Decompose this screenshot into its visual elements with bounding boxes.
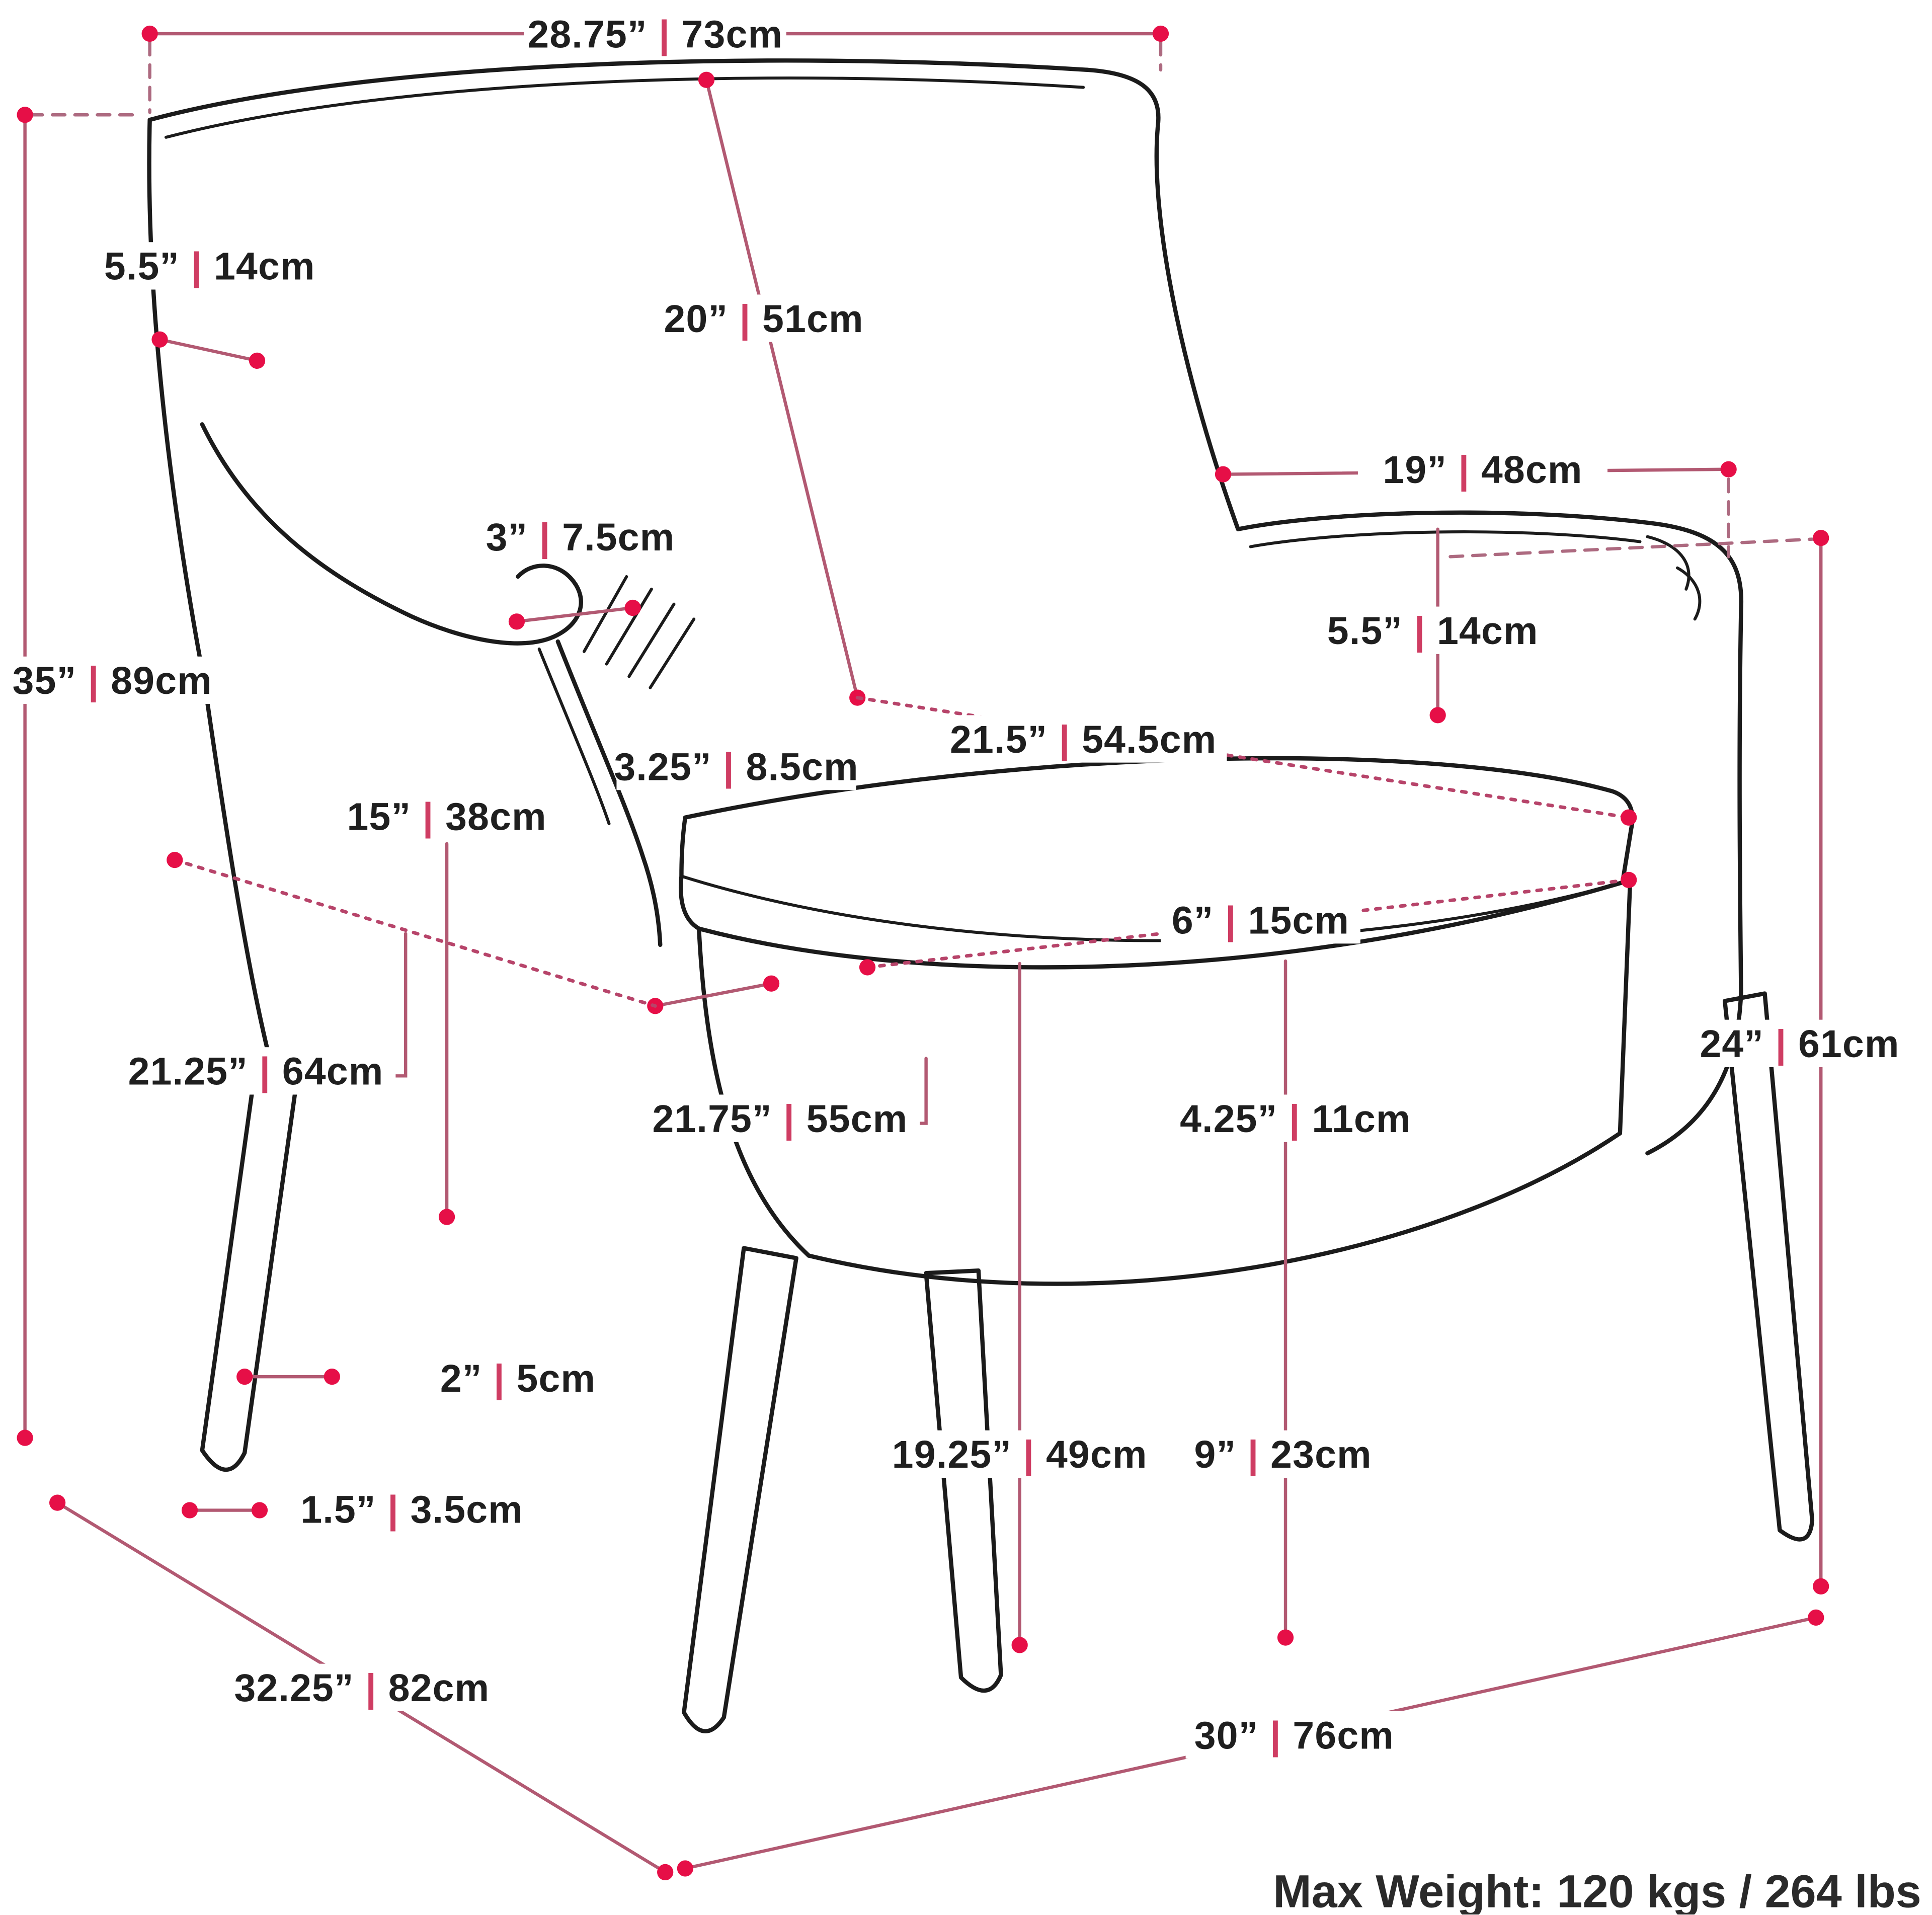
- chair-leg-front-right: [924, 1268, 1003, 1693]
- chair-left-arm-hatch: [582, 575, 696, 689]
- dimension-4-25in-11cm-and-9in-23cm-line: [1277, 959, 1294, 1646]
- svg-text:24” | 61cm: 24” | 61cm: [1700, 1022, 1899, 1066]
- label-6in-15cm: 6” | 15cm: [1160, 896, 1360, 944]
- dimension-labels: 28.75” | 73cm 5.5” | 14cm 20” | 51cm 19”…: [0, 12, 1927, 1759]
- svg-text:5.5” | 14cm: 5.5” | 14cm: [1327, 609, 1539, 653]
- label-1-5in-3-5cm: 1.5” | 3.5cm: [297, 1485, 527, 1533]
- label-20in-51cm: 20” | 51cm: [654, 294, 874, 342]
- chair-left-arm-front: [555, 639, 663, 947]
- label-30in-76cm: 30” | 76cm: [1185, 1711, 1403, 1759]
- construction-dash-right: [1448, 477, 1814, 558]
- chair-right-arm-curl: [1646, 535, 1702, 621]
- label-19-25in-49cm: 19.25” | 49cm: [879, 1430, 1160, 1478]
- svg-text:6” | 15cm: 6” | 15cm: [1172, 899, 1349, 943]
- svg-text:1.5” | 3.5cm: 1.5” | 3.5cm: [300, 1488, 523, 1532]
- dimension-3-25in-8-5cm: [647, 975, 780, 1014]
- dimension-35in-89cm: [17, 107, 33, 1446]
- chair-base-right: [1618, 884, 1632, 1136]
- dimension-lines: [17, 25, 1829, 1881]
- label-9in-23cm: 9” | 23cm: [1180, 1430, 1386, 1478]
- svg-text:35” | 89cm: 35” | 89cm: [13, 659, 212, 703]
- dimension-15in-38cm: [438, 842, 455, 1225]
- chair-right-arm-inner-seam: [1249, 530, 1642, 548]
- label-21-75in-55cm: 21.75” | 55cm: [640, 1094, 920, 1142]
- chair-back-outline: [147, 58, 1240, 531]
- chair-right-arm-outline: [1236, 510, 1744, 995]
- label-3in-7-5cm: 3” | 7.5cm: [473, 513, 688, 561]
- chair-left-edge: [147, 117, 272, 1061]
- dimension-3in-7-5cm: [508, 599, 641, 630]
- label-19in-48cm: 19” | 48cm: [1357, 445, 1608, 493]
- dimension-20in-51cm: [698, 71, 866, 706]
- svg-text:20” | 51cm: 20” | 51cm: [664, 297, 864, 341]
- svg-text:9” | 23cm: 9” | 23cm: [1194, 1433, 1372, 1477]
- svg-text:30” | 76cm: 30” | 76cm: [1194, 1714, 1394, 1758]
- label-32-25in-82cm: 32.25” | 82cm: [222, 1663, 502, 1711]
- chair-leg-rear-left: [200, 1054, 302, 1472]
- chair-line-art: [147, 58, 1815, 1733]
- dimension-1-5in-3-5cm: [181, 1502, 268, 1519]
- svg-text:28.75” | 73cm: 28.75” | 73cm: [527, 13, 783, 56]
- max-weight-note: Max Weight: 120 kgs / 264 lbs: [1273, 1866, 1921, 1914]
- svg-text:21.75” | 55cm: 21.75” | 55cm: [652, 1097, 908, 1141]
- svg-text:21.5” | 54.5cm: 21.5” | 54.5cm: [950, 718, 1217, 762]
- chair-left-arm-front-seam: [537, 647, 611, 826]
- dimension-21-25in-64cm: [167, 852, 657, 1078]
- label-2in-5cm: 2” | 5cm: [428, 1354, 608, 1402]
- chair-leg-front-left: [682, 1246, 798, 1733]
- svg-text:5.5” | 14cm: 5.5” | 14cm: [104, 245, 315, 289]
- svg-text:19.25” | 49cm: 19.25” | 49cm: [892, 1433, 1148, 1477]
- label-21-25in-64cm: 21.25” | 64cm: [116, 1047, 396, 1095]
- svg-text:15” | 38cm: 15” | 38cm: [347, 795, 546, 839]
- svg-text:4.25” | 11cm: 4.25” | 11cm: [1180, 1097, 1411, 1141]
- construction-dash-top-left: [28, 41, 1163, 117]
- chair-base-front: [807, 1131, 1623, 1286]
- svg-text:3.25” | 8.5cm: 3.25” | 8.5cm: [614, 745, 858, 789]
- label-35in-89cm: 35” | 89cm: [0, 656, 243, 704]
- svg-text:19” | 48cm: 19” | 48cm: [1383, 448, 1582, 492]
- label-21-5in-54-5cm: 21.5” | 54.5cm: [939, 715, 1227, 763]
- label-24in-61cm: 24” | 61cm: [1672, 1019, 1927, 1067]
- chair-left-arm-scroll: [200, 422, 583, 646]
- label-28-75in-73cm: 28.75” | 73cm: [524, 12, 786, 56]
- svg-text:21.25” | 64cm: 21.25” | 64cm: [128, 1050, 384, 1094]
- chair-seat-piping: [680, 874, 1624, 942]
- label-4-25in-11cm: 4.25” | 11cm: [1170, 1094, 1420, 1142]
- chair-base-left: [696, 926, 811, 1258]
- label-5-5in-14cm-back: 5.5” | 14cm: [82, 242, 337, 290]
- dimension-19-25in-49cm: [1011, 962, 1028, 1653]
- dimension-2in-5cm: [236, 1368, 340, 1385]
- label-5-5in-14cm-arm: 5.5” | 14cm: [1305, 606, 1560, 654]
- chair-back-inner-seam: [164, 76, 1085, 139]
- svg-text:32.25” | 82cm: 32.25” | 82cm: [234, 1666, 490, 1710]
- chair-leg-rear-right: [1722, 991, 1815, 1542]
- label-3-25in-8-5cm: 3.25” | 8.5cm: [614, 742, 858, 790]
- svg-text:2” | 5cm: 2” | 5cm: [440, 1357, 596, 1401]
- svg-text:3” | 7.5cm: 3” | 7.5cm: [486, 516, 675, 560]
- label-15in-38cm: 15” | 38cm: [332, 792, 562, 840]
- dimension-6in-15cm: [859, 871, 1637, 976]
- dimension-5-5in-14cm-back: [151, 331, 266, 369]
